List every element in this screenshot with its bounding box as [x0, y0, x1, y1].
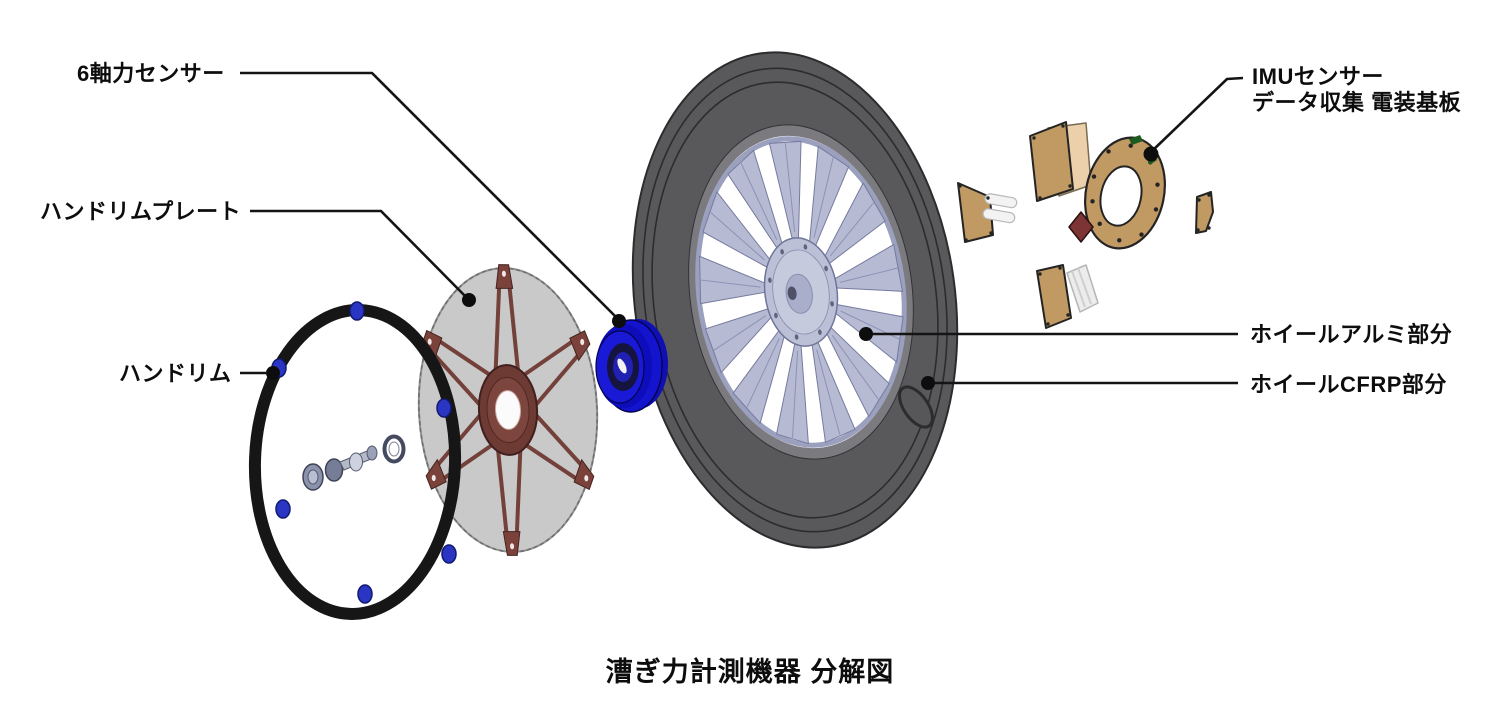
- leader-line-force-sensor: [240, 71, 620, 321]
- standoff-cylinder-1: [984, 193, 1018, 209]
- tire-groove-inner: [651, 81, 939, 519]
- fastener-collar: [349, 452, 363, 472]
- pcb-corner-screws: [958, 124, 1211, 326]
- handrim-part: [248, 301, 462, 620]
- leader-dot-imu: [1143, 146, 1159, 162]
- wheel-part: [631, 51, 959, 549]
- force-sensor-part: [595, 319, 668, 413]
- leader-dot-handrim: [266, 366, 280, 380]
- electronics-part: [957, 121, 1214, 329]
- leader-line-imu: [1150, 76, 1244, 153]
- leader-lines: [240, 71, 1244, 385]
- label-force-sensor: 6軸力センサー: [77, 61, 225, 86]
- label-wheel-aluminum: ホイールアルミ部分: [1250, 322, 1453, 347]
- handrim-plate-part: [415, 260, 600, 560]
- handrim-plate-star: [415, 260, 600, 560]
- fastener-washer-hole: [307, 469, 319, 485]
- leader-dots: [266, 146, 1159, 390]
- handrim-fastener-set: [302, 434, 406, 491]
- battery-panel-stripe-1: [1071, 270, 1086, 308]
- label-imu: IMUセンサー データ収集 電装基板: [1252, 64, 1461, 116]
- battery-panel-stripe-2: [1077, 267, 1092, 305]
- leader-dot-handrim-plate: [462, 293, 476, 307]
- label-wheel-cfrp: ホイールCFRP部分: [1250, 372, 1447, 397]
- pcb-board-left: [957, 182, 994, 243]
- diagram-caption: 漕ぎ力計測機器 分解図: [605, 657, 895, 687]
- fastener-nut: [324, 458, 344, 482]
- fastener-ring-hole: [388, 441, 400, 457]
- label-imu-line1: IMUセンサー: [1252, 64, 1384, 89]
- sensor-keyway: [617, 358, 627, 374]
- connector-green-1: [1129, 135, 1143, 145]
- imu-chip: [1068, 211, 1094, 243]
- wheel-aluminum-spokes: [679, 125, 924, 458]
- label-handrim: ハンドリム: [119, 361, 232, 386]
- leader-dot-wheel-cfrp: [921, 376, 935, 390]
- fastener-bolt-tip: [366, 445, 378, 461]
- label-handrim-plate: ハンドリムプレート: [40, 199, 242, 224]
- tire-valve-cutout: [898, 385, 934, 429]
- fastener-ring: [382, 434, 406, 464]
- leader-line-handrim-plate: [250, 209, 470, 301]
- leader-dot-wheel-aluminum: [859, 327, 873, 341]
- pcb-ring-cutout: [1099, 165, 1143, 227]
- pcb-board-bottom: [1036, 264, 1072, 329]
- pcb-board-fan: [1029, 121, 1074, 202]
- leader-dot-force-sensor: [612, 314, 626, 328]
- label-imu-line2: データ収集 電装基板: [1252, 90, 1462, 115]
- pcb-shard-right: [1195, 191, 1214, 234]
- standoff-cylinder-2: [982, 208, 1016, 224]
